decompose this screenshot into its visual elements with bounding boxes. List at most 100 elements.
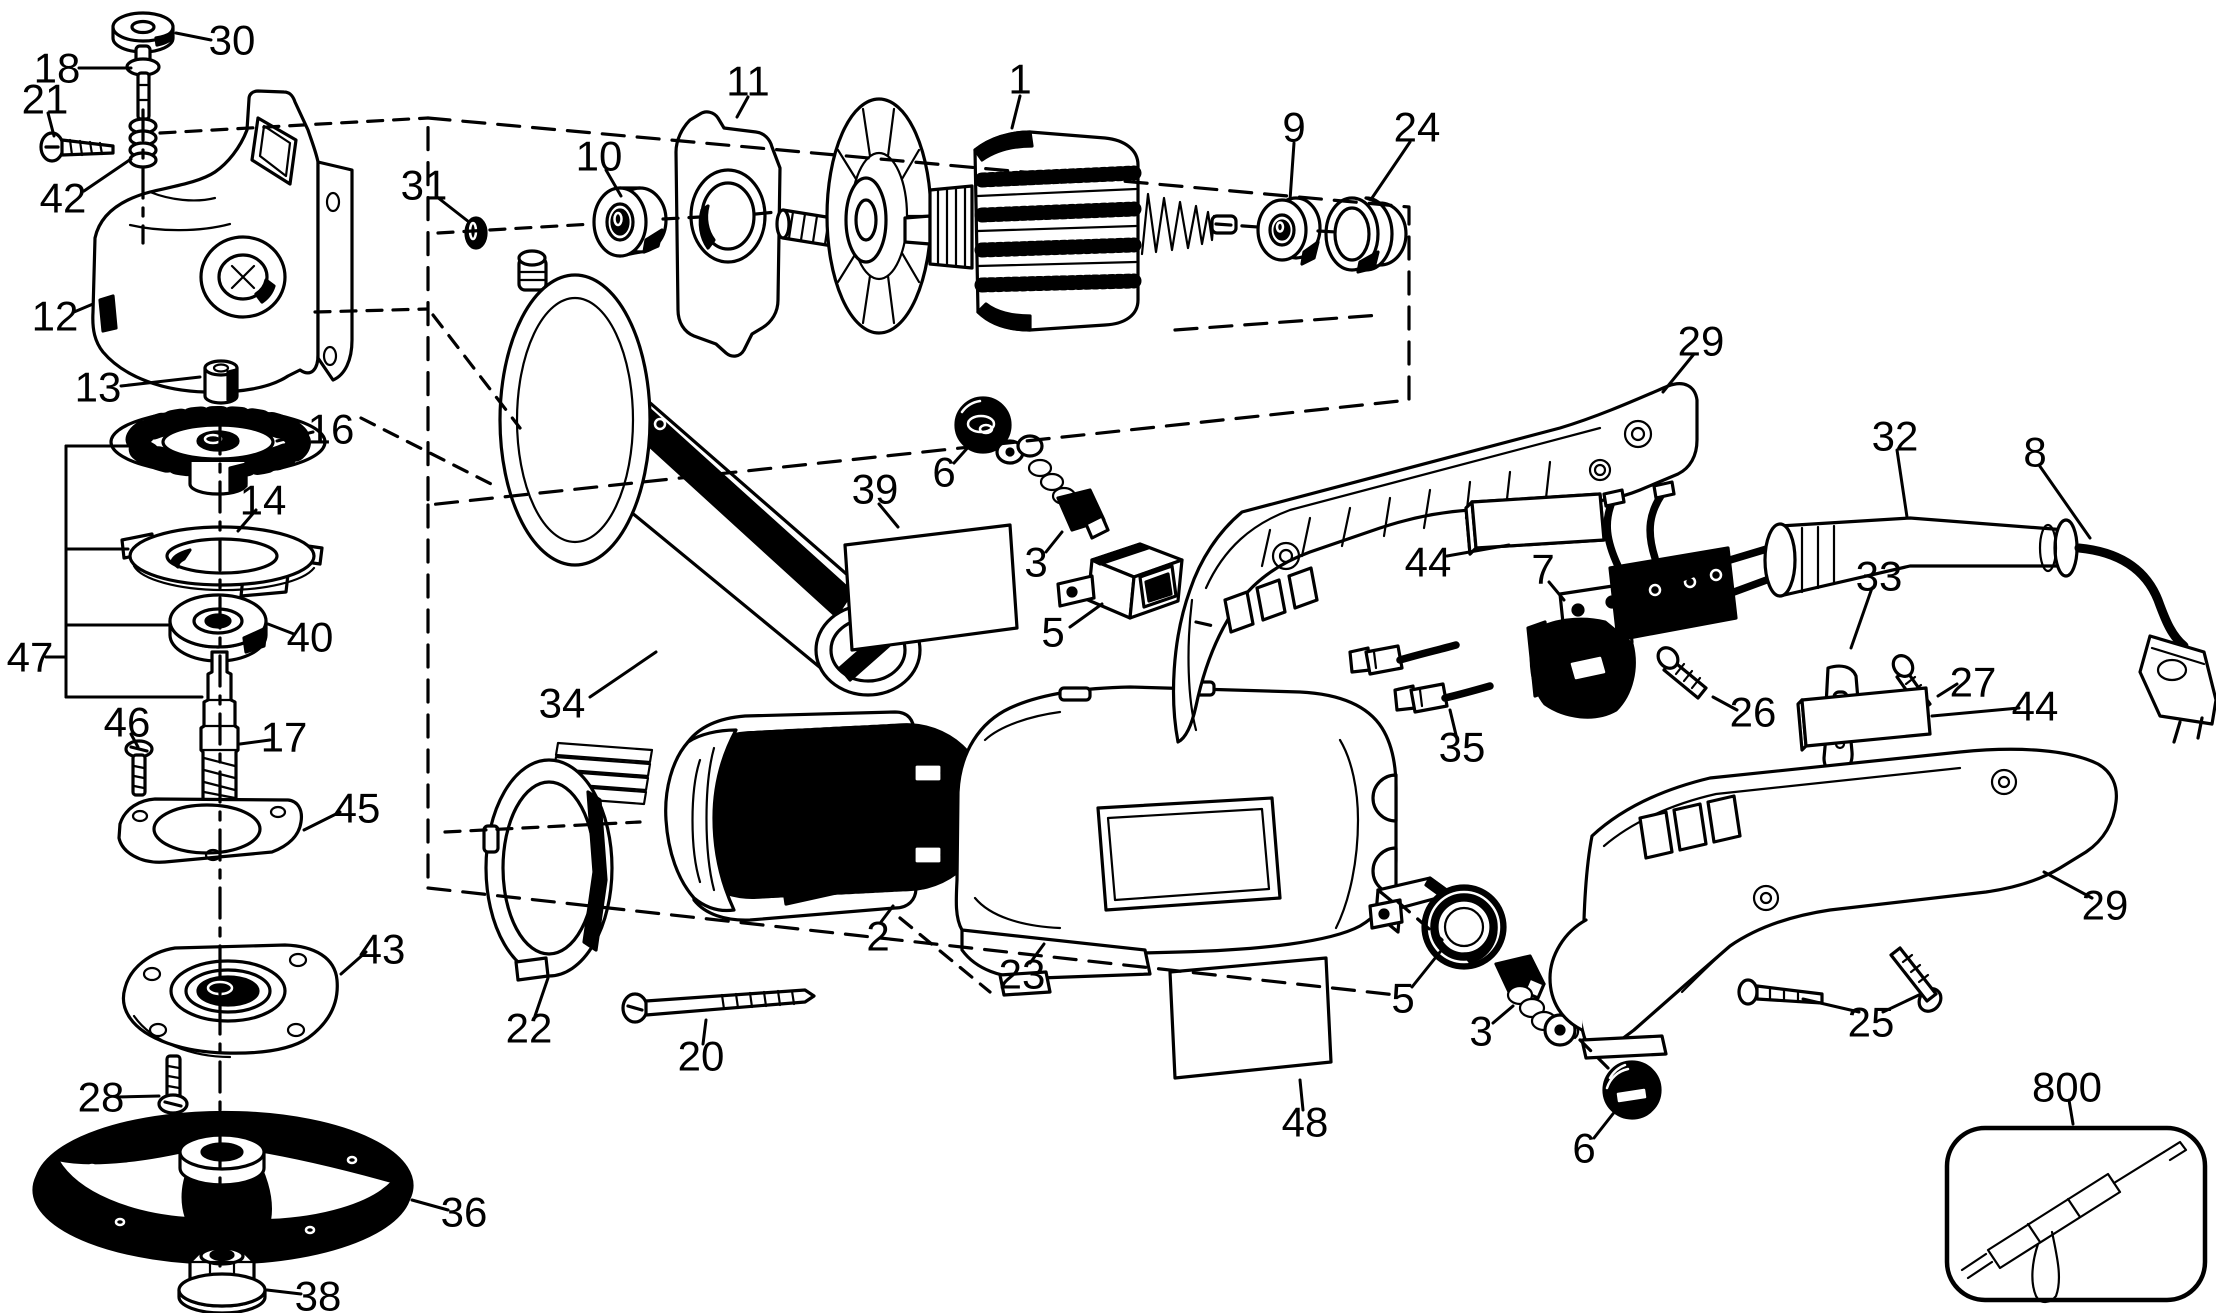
part-label-3: 3 [1469,1008,1492,1055]
part-24-retainer-cup [1324,196,1408,274]
part-6-brush-cap-upper [954,396,1012,454]
part-label-3: 3 [1024,539,1047,586]
leader-line-43 [339,950,368,976]
part-label-36: 36 [441,1189,488,1236]
part-9-bearing [1256,196,1322,266]
leader-line-21 [46,111,56,138]
part-44-nameplate-lower [1796,686,1932,752]
part-16-gear [109,406,327,496]
part-29-handle-housing-lower [1548,747,2118,1060]
part-35-lead-wires [1348,641,1494,714]
dashed-assembly-line [443,820,642,834]
dashed-assembly-line [1578,1038,1610,1070]
part-14-retainer-plate [120,525,324,598]
part-label-35: 35 [1439,724,1486,771]
leader-line-31 [435,195,471,224]
dashed-assembly-line [431,313,522,430]
leader-line-17 [238,738,272,746]
leader-line-11 [735,95,750,119]
leader-line-35 [1448,708,1458,737]
leader-line-5 [1410,950,1442,989]
part-label-22: 22 [506,1005,553,1052]
part-label-31: 31 [401,162,448,209]
part-label-14: 14 [240,477,287,524]
part-10-bearing [592,186,668,258]
leader-line-42 [82,157,133,193]
part-label-26: 26 [1730,689,1777,736]
part-label-39: 39 [852,466,899,513]
leader-line-28 [115,1094,161,1099]
leader-line-48 [1298,1078,1305,1112]
part-label-29: 29 [2082,882,2129,929]
part-12-gear-case [91,89,354,394]
part-11-baffle-plate [674,110,782,358]
part-label-11: 11 [726,58,770,105]
part-40-bearing [168,593,268,663]
leader-line-16 [275,430,315,443]
part-label-2: 2 [866,913,889,960]
leader-line-46 [129,732,140,749]
leader-line-40 [266,622,296,636]
part-label-9: 9 [1282,104,1305,151]
leader-line-44 [1930,706,2021,718]
part-label-6: 6 [1572,1125,1595,1172]
part-48-nameplate [1168,956,1333,1080]
part-label-29: 29 [1678,318,1725,365]
part-label-24: 24 [1394,104,1441,151]
part-label-38: 38 [295,1273,342,1313]
part-44-nameplate-upper [1464,492,1606,556]
part-label-30: 30 [209,17,256,64]
part-label-800: 800 [2032,1064,2102,1111]
group-bracket-47 [44,444,204,699]
leader-line-38 [265,1288,303,1296]
leader-line-12 [72,302,95,314]
leader-line-3 [1044,530,1064,554]
dashed-assembly-line [158,116,430,135]
part-label-16: 16 [308,406,355,453]
part-36-backing-pad [32,1110,414,1265]
part-8-cord-set [2074,543,2216,744]
leader-line-39 [877,502,900,529]
part-21-screw [39,131,115,163]
leader-line-6 [952,442,973,465]
part-43-bearing-flange [121,943,339,1059]
leader-line-6 [1592,1108,1618,1140]
part-label-45: 45 [334,785,381,832]
part-45-gasket [117,797,304,864]
part-13-bushing [203,359,239,405]
leader-line-25 [1801,997,1861,1014]
dashed-assembly-line [1194,620,1220,629]
part-label-28: 28 [78,1074,125,1121]
dashed-assembly-line [1214,222,1260,229]
part-label-32: 32 [1872,413,1919,460]
part-label-17: 17 [261,714,308,761]
leader-line-44 [1445,543,1511,558]
assembly-dashed-lines [141,108,1610,1274]
dashed-assembly-line [359,416,499,489]
part-label-1: 1 [1008,56,1031,103]
leader-line-23 [1028,942,1046,965]
part-5-brush-holder-upper [1056,542,1184,620]
leader-line-10 [604,168,623,198]
part-label-6: 6 [932,449,955,496]
dashed-assembly-line [1316,229,1338,234]
part-label-44: 44 [2012,683,2059,730]
dashed-assembly-line [436,222,594,235]
leader-line-14 [236,508,258,533]
part-label-42: 42 [40,175,87,222]
leader-line-34 [588,650,658,699]
part-label-23: 23 [999,951,1046,998]
part-1-armature [775,97,1238,335]
leader-line-36 [410,1198,450,1212]
leader-line-5 [1068,602,1104,629]
leader-line-29 [1661,352,1696,394]
part-6-brush-cap-lower [1602,1060,1662,1120]
part-label-12: 12 [32,293,79,340]
leader-line-24 [1370,140,1412,200]
part-39-nameplate [843,523,1019,652]
part-label-43: 43 [359,926,406,973]
part-18-pin [125,44,161,121]
part-label-7: 7 [1531,546,1554,593]
